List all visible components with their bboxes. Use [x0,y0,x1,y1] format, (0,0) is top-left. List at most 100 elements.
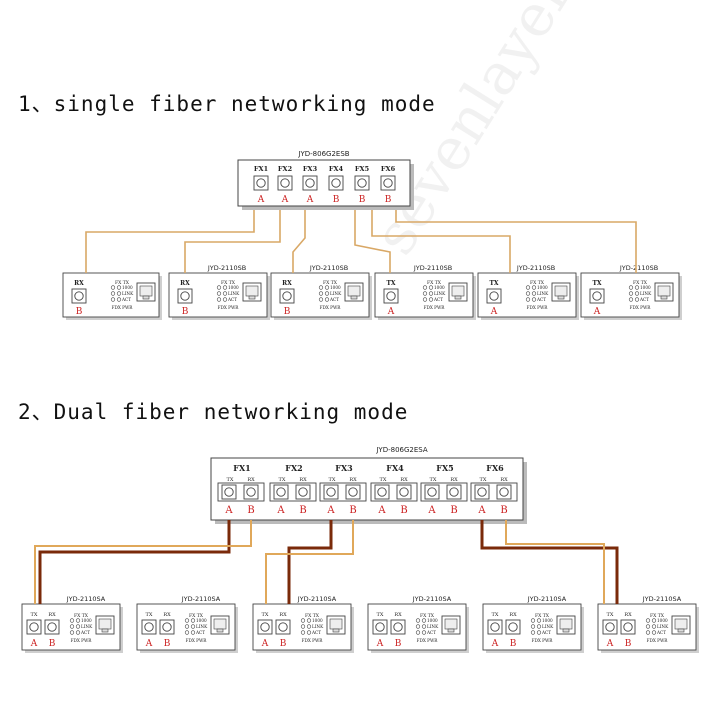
switch-port-letter: B [359,195,366,205]
converter-letter-b: B [395,639,402,649]
led-indicator [184,630,190,635]
switch-port-rx-label: RX [247,477,255,483]
switch-port-letter: A [306,195,314,205]
switch-port-fx4-core [331,178,341,188]
converter-model-label: JYD-2110SA [412,595,452,603]
converter-port-label: TX [489,280,498,287]
led-label: 1000 [330,285,341,290]
fiber-fx1-dark [38,520,231,604]
led-indicator [628,285,634,290]
converter-rx-label: RX [163,612,171,618]
led-label: 1000 [81,618,92,623]
switch-port-fx6-tx-core [477,487,487,497]
converter-tx-label: TX [377,612,384,618]
rj45-clip [562,628,570,633]
converter-port-letter: A [593,307,601,317]
switch-port-fx4-rx-core [399,487,409,497]
led-label: ACT [311,630,321,635]
led-indicator [634,285,640,290]
led-indicator [525,285,531,290]
led-indicator [69,630,75,635]
led-label: LINK [427,624,439,629]
led-indicator [422,285,428,290]
led-indicator [69,624,75,629]
led-label-top: FX TX [74,613,89,619]
converter-fiber-port-core [489,291,499,301]
led-label-bottom: FDX PWR [424,305,446,310]
led-indicator [300,618,306,623]
converter-port-label: RX [74,280,84,287]
led-indicator [222,297,228,302]
led-indicator [651,630,657,635]
converter-model-label: JYD-2110SA [66,595,106,603]
converter-tx-port-core [260,622,270,632]
led-indicator [300,624,306,629]
fiber-link-2 [184,210,281,273]
switch-port-fx3-tx-core [326,487,336,497]
switch-port-rx-label: RX [299,477,307,483]
switch-port-fx6-core [383,178,393,188]
switch-port-letter-a: A [326,505,335,516]
switch-port-fx5-tx-core [427,487,437,497]
converter-port-letter: A [387,307,395,317]
converter-rx-label: RX [509,612,517,618]
section1-heading: 1、single fiber networking mode [18,92,436,116]
rj45-socket [347,285,361,297]
converter-letter-b: B [625,639,632,649]
switch-port-fx3-core [305,178,315,188]
converter-model-label: JYD-2110SB [413,264,452,272]
converter-letter-b: B [164,639,171,649]
switch-port-letter: B [385,195,392,205]
led-label-bottom: FDX PWR [647,638,669,643]
switch-port-letter-b: B [349,505,356,516]
fiber-fx6-light [505,520,605,604]
switch-port-label: FX4 [329,165,344,173]
led-indicator [634,297,640,302]
rj45-clip [216,628,224,633]
converter-letter-a: A [606,639,614,649]
rj45-socket [139,285,153,297]
fiber-link-4 [354,210,391,273]
switch-port-fx2-core [280,178,290,188]
converter-model-label: JYD-2110SA [527,595,567,603]
led-indicator [536,618,542,623]
rj45-clip [142,295,150,300]
led-label-top: FX TX [427,280,442,286]
converter-port-letter: A [490,307,498,317]
led-indicator [216,297,222,302]
led-indicator [222,285,228,290]
led-label: LINK [542,624,554,629]
led-indicator [222,291,228,296]
switch-port-fx1-tx-core [224,487,234,497]
led-label-top: FX TX [221,280,236,286]
led-indicator [645,618,651,623]
rj45-clip [454,295,462,300]
rj45-clip [447,628,455,633]
switch-port-fx5-core [357,178,367,188]
converter-letter-b: B [49,639,56,649]
fiber-link-6 [395,210,637,273]
led-label: LINK [81,624,93,629]
led-label-top: FX TX [189,613,204,619]
led-label-bottom: FDX PWR [630,305,652,310]
switch-port-label: FX6 [381,165,396,173]
converter-model-label: JYD-2110SB [207,264,246,272]
switch-port-rx-label: RX [500,477,508,483]
section2-heading: 2、Dual fiber networking mode [18,400,409,424]
led-label-top: FX TX [650,613,665,619]
led-label: ACT [121,297,131,302]
led-indicator [421,618,427,623]
converter-model-label: JYD-2110SB [516,264,555,272]
rj45-clip [677,628,685,633]
led-indicator [216,291,222,296]
led-label: 1000 [537,285,548,290]
led-label: 1000 [434,285,445,290]
led-label-top: FX TX [535,613,550,619]
